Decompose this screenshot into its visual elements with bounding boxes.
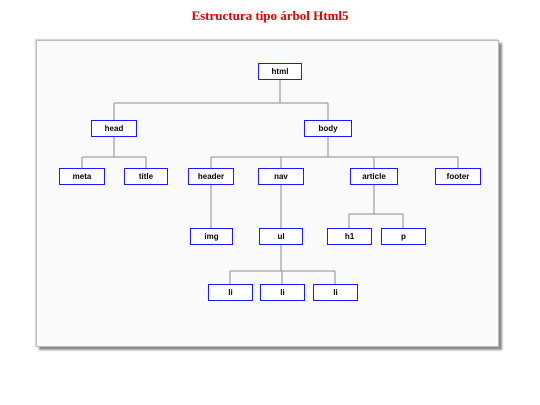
node-ul: ul <box>259 228 303 245</box>
node-title: title <box>124 168 168 185</box>
node-footer: footer <box>435 168 481 185</box>
node-nav: nav <box>258 168 304 185</box>
node-li-1: li <box>208 284 253 301</box>
node-h1: h1 <box>327 228 372 245</box>
node-meta: meta <box>59 168 105 185</box>
page-title: Estructura tipo árbol Html5 <box>191 8 349 23</box>
node-li-2: li <box>260 284 305 301</box>
node-html: html <box>258 63 302 80</box>
node-header: header <box>188 168 234 185</box>
node-li-3: li <box>313 284 358 301</box>
node-img: img <box>190 228 233 245</box>
node-p: p <box>381 228 426 245</box>
node-body: body <box>304 120 352 137</box>
node-head: head <box>91 120 137 137</box>
node-article: article <box>350 168 398 185</box>
